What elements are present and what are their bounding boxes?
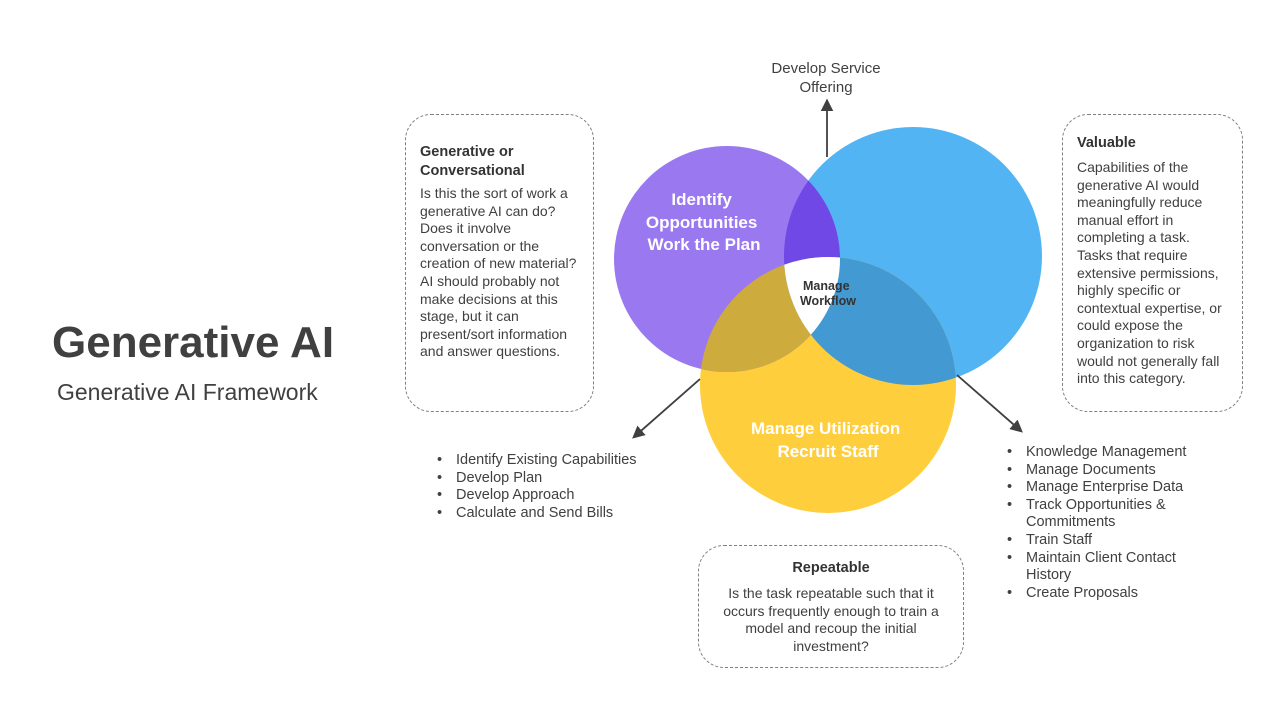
list-item: Manage Enterprise Data — [1007, 479, 1207, 497]
overlap-blue-yellow — [784, 257, 956, 385]
box-title: Generative or Conversational — [420, 144, 525, 179]
list-item: Track Opportunities & Commitments — [1007, 497, 1207, 532]
bullet-list-left: Identify Existing Capabilities Develop P… — [437, 452, 677, 522]
top-label: Develop Service Offering — [771, 60, 881, 96]
yellow-circle-label: Manage Utilization Recruit Staff — [751, 419, 905, 461]
arrow-down-right — [956, 374, 1023, 433]
overlap-purple-yellow — [700, 257, 840, 372]
arrow-down-left — [632, 378, 701, 439]
box-repeatable: Repeatable Is the task repeatable such t… — [698, 545, 964, 668]
list-item: Maintain Client Contact History — [1007, 550, 1207, 585]
box-text: Is the task repeatable such that it occu… — [723, 585, 939, 654]
bullet-list-right: Knowledge Management Manage Documents Ma… — [1007, 444, 1207, 602]
page-title: Generative AI — [52, 318, 335, 367]
list-item: Develop Approach — [437, 487, 677, 505]
list-item: Develop Plan — [437, 470, 677, 488]
purple-circle-label: Identify Opportunities Work the Plan — [646, 190, 762, 254]
box-text: Is this the sort of work a generative AI… — [420, 185, 577, 360]
box-valuable: Valuable Capabilities of the generative … — [1062, 114, 1243, 412]
page-subtitle: Generative AI Framework — [57, 379, 318, 405]
box-text: Capabilities of the generative AI would … — [1077, 159, 1222, 387]
list-item: Create Proposals — [1007, 585, 1207, 603]
box-title: Valuable — [1077, 135, 1136, 151]
center-label: Manage Workflow — [800, 279, 856, 308]
list-item: Knowledge Management — [1007, 444, 1207, 462]
list-item: Manage Documents — [1007, 462, 1207, 480]
box-generative-conversational: Generative or Conversational Is this the… — [405, 114, 594, 412]
list-item: Train Staff — [1007, 532, 1207, 550]
list-item: Calculate and Send Bills — [437, 505, 677, 523]
box-title: Repeatable — [792, 560, 870, 576]
list-item: Identify Existing Capabilities — [437, 452, 677, 470]
